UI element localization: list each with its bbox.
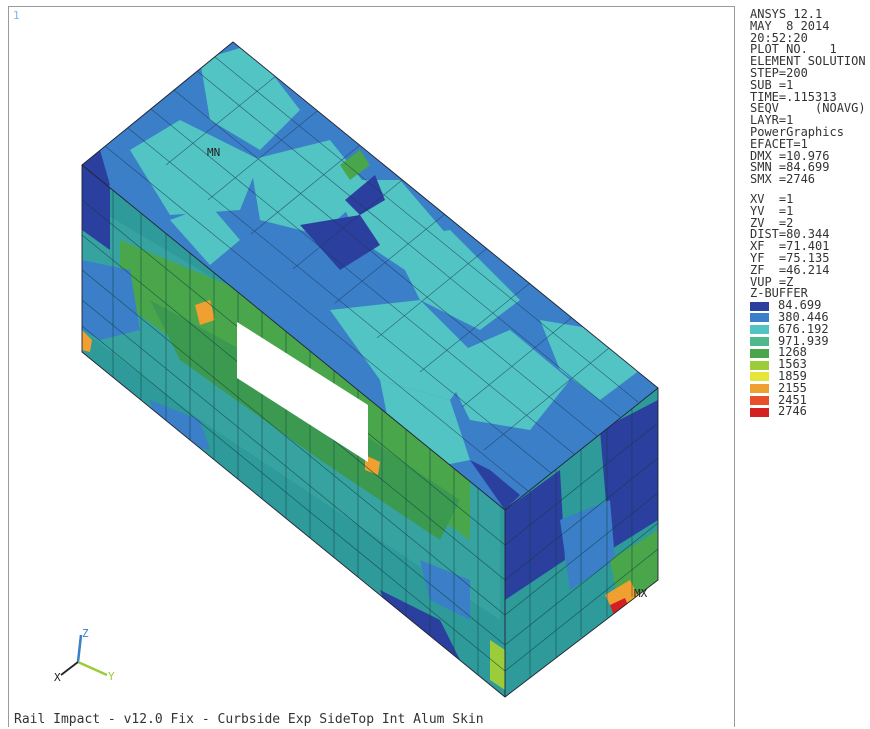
legend-entry: 1268 <box>750 345 868 360</box>
legend-swatch <box>750 360 769 370</box>
info-line: XV =1 <box>750 191 794 206</box>
info-line: MAY 8 2014 <box>750 18 830 33</box>
legend-value: 1859 <box>778 368 807 383</box>
legend-value: 1563 <box>778 357 807 372</box>
legend-entry: 84.699 <box>750 298 868 313</box>
side-face <box>505 388 658 697</box>
legend-value: 84.699 <box>778 298 822 313</box>
legend-entry: 676.192 <box>750 321 868 336</box>
legend-swatch <box>750 301 769 311</box>
z-axis-label: Z <box>82 627 89 640</box>
x-axis-label: X <box>54 671 61 684</box>
legend-entry: 2155 <box>750 380 868 395</box>
info-line: Z-BUFFER <box>750 286 808 301</box>
plot-title: Rail Impact - v12.0 Fix - Curbside Exp S… <box>14 712 484 727</box>
legend-value: 2746 <box>778 404 807 419</box>
legend-value: 1268 <box>778 345 807 360</box>
legend-value: 2451 <box>778 392 807 407</box>
legend-value: 676.192 <box>778 321 829 336</box>
info-line: YF =75.135 <box>750 250 830 265</box>
max-marker-label: MX <box>634 587 648 600</box>
info-line: STEP=200 <box>750 65 808 80</box>
legend-swatch <box>750 384 769 394</box>
model-edges <box>81 41 659 698</box>
legend-swatch <box>750 313 769 323</box>
legend-swatch <box>750 325 769 335</box>
x-axis-arrow <box>60 661 79 676</box>
y-axis-arrow <box>77 660 108 677</box>
info-line: DMX =10.976 <box>750 148 830 163</box>
info-line: ZF =46.214 <box>750 262 830 277</box>
legend-entry: 2746 <box>750 404 868 419</box>
info-line: SMX =2746 <box>750 172 816 187</box>
legend-value: 2155 <box>778 380 807 395</box>
legend-entry: 971.939 <box>750 333 868 348</box>
legend-swatch <box>750 372 769 382</box>
info-line: 20:52:20 <box>750 30 808 45</box>
top-face <box>82 42 658 510</box>
info-line: ELEMENT SOLUTION <box>750 54 866 69</box>
legend-value: 380.446 <box>778 309 829 324</box>
legend-swatch <box>750 395 769 405</box>
min-marker-label: MN <box>207 146 220 159</box>
info-line: EFACET=1 <box>750 136 808 151</box>
fe-model-contour-plot[interactable]: MN MX <box>0 0 735 710</box>
info-line: SUB =1 <box>750 77 794 92</box>
info-line: DIST=80.344 <box>750 227 830 242</box>
info-line: ANSYS 12.1 <box>750 7 823 21</box>
window-opening <box>237 322 368 462</box>
info-line: SMN =84.699 <box>750 160 830 175</box>
info-line: ZV =2 <box>750 215 794 230</box>
legend-entry: 1859 <box>750 368 868 383</box>
axis-triad: Z Y X <box>54 627 115 684</box>
info-line: SEQV (NOAVG) <box>750 101 866 116</box>
info-line: LAYR=1 <box>750 113 794 128</box>
info-line: TIME=.115313 <box>750 89 837 104</box>
window-number: 1 <box>13 9 20 22</box>
legend-entry: 1563 <box>750 357 868 372</box>
info-line: PLOT NO. 1 <box>750 42 837 57</box>
legend-value: 971.939 <box>778 333 829 348</box>
legend-entry: 380.446 <box>750 309 868 324</box>
info-line: XF =71.401 <box>750 239 830 254</box>
legend-swatch <box>750 407 769 417</box>
z-axis-arrow <box>76 634 83 663</box>
info-line: YV =1 <box>750 203 794 218</box>
legend-swatch <box>750 348 769 358</box>
legend-swatch <box>750 336 769 346</box>
y-axis-label: Y <box>108 670 115 683</box>
legend-entry: 2451 <box>750 392 868 407</box>
info-line: PowerGraphics <box>750 124 844 139</box>
info-line: VUP =Z <box>750 274 794 289</box>
